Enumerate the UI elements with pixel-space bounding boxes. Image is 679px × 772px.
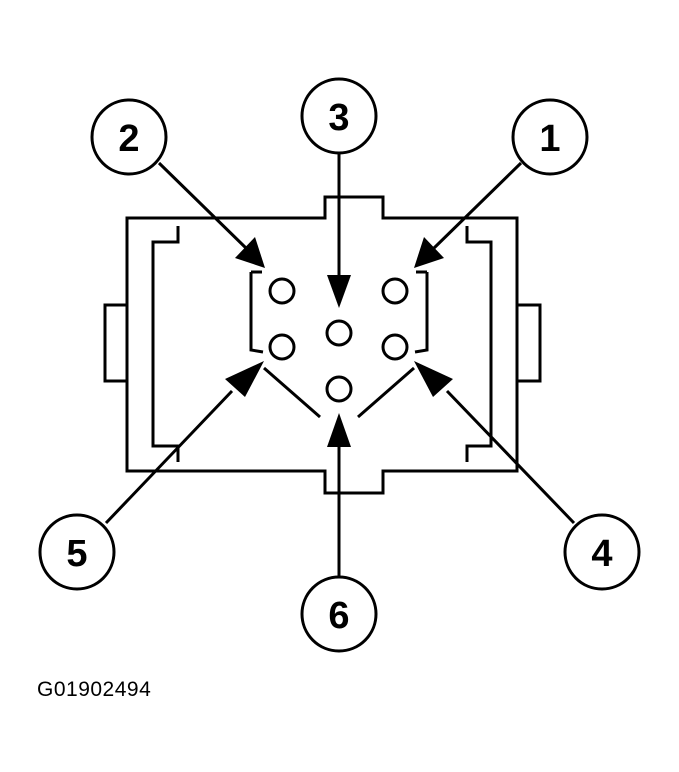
pin-1 [381,277,409,305]
callout-label-1: 1 [539,118,560,160]
arrowhead-4 [414,361,453,397]
arrowhead-1 [414,237,444,268]
callout-4: 4 [563,513,641,591]
pin-grid [268,277,409,403]
callout-label-4: 4 [591,533,612,575]
arrowhead-5 [225,361,264,397]
arrowhead-3 [327,275,351,308]
callout-5: 5 [38,513,116,591]
arrowhead-6 [327,413,351,447]
leader-lines [104,154,576,580]
connector-housing [103,195,542,495]
pin-4 [381,333,409,361]
pin-3 [325,319,353,347]
callout-label-3: 3 [328,97,349,139]
figure-id-label: G01902494 [37,678,152,701]
pin-5 [268,333,296,361]
leader-line-1 [430,161,523,252]
callout-6: 6 [300,575,378,653]
leader-line-5 [104,389,234,525]
callout-label-2: 2 [118,118,139,160]
arrowheads [225,237,453,447]
callout-1: 1 [511,98,589,176]
pin-6 [325,375,353,403]
leader-line-4 [445,389,576,525]
callout-label-6: 6 [328,595,349,637]
leader-line-2 [157,161,250,252]
callout-2: 2 [90,98,168,176]
callout-3: 3 [300,77,378,155]
arrowhead-2 [235,237,265,268]
callout-label-5: 5 [66,533,87,575]
pin-2 [268,277,296,305]
pin-cavity-outline [249,270,429,419]
